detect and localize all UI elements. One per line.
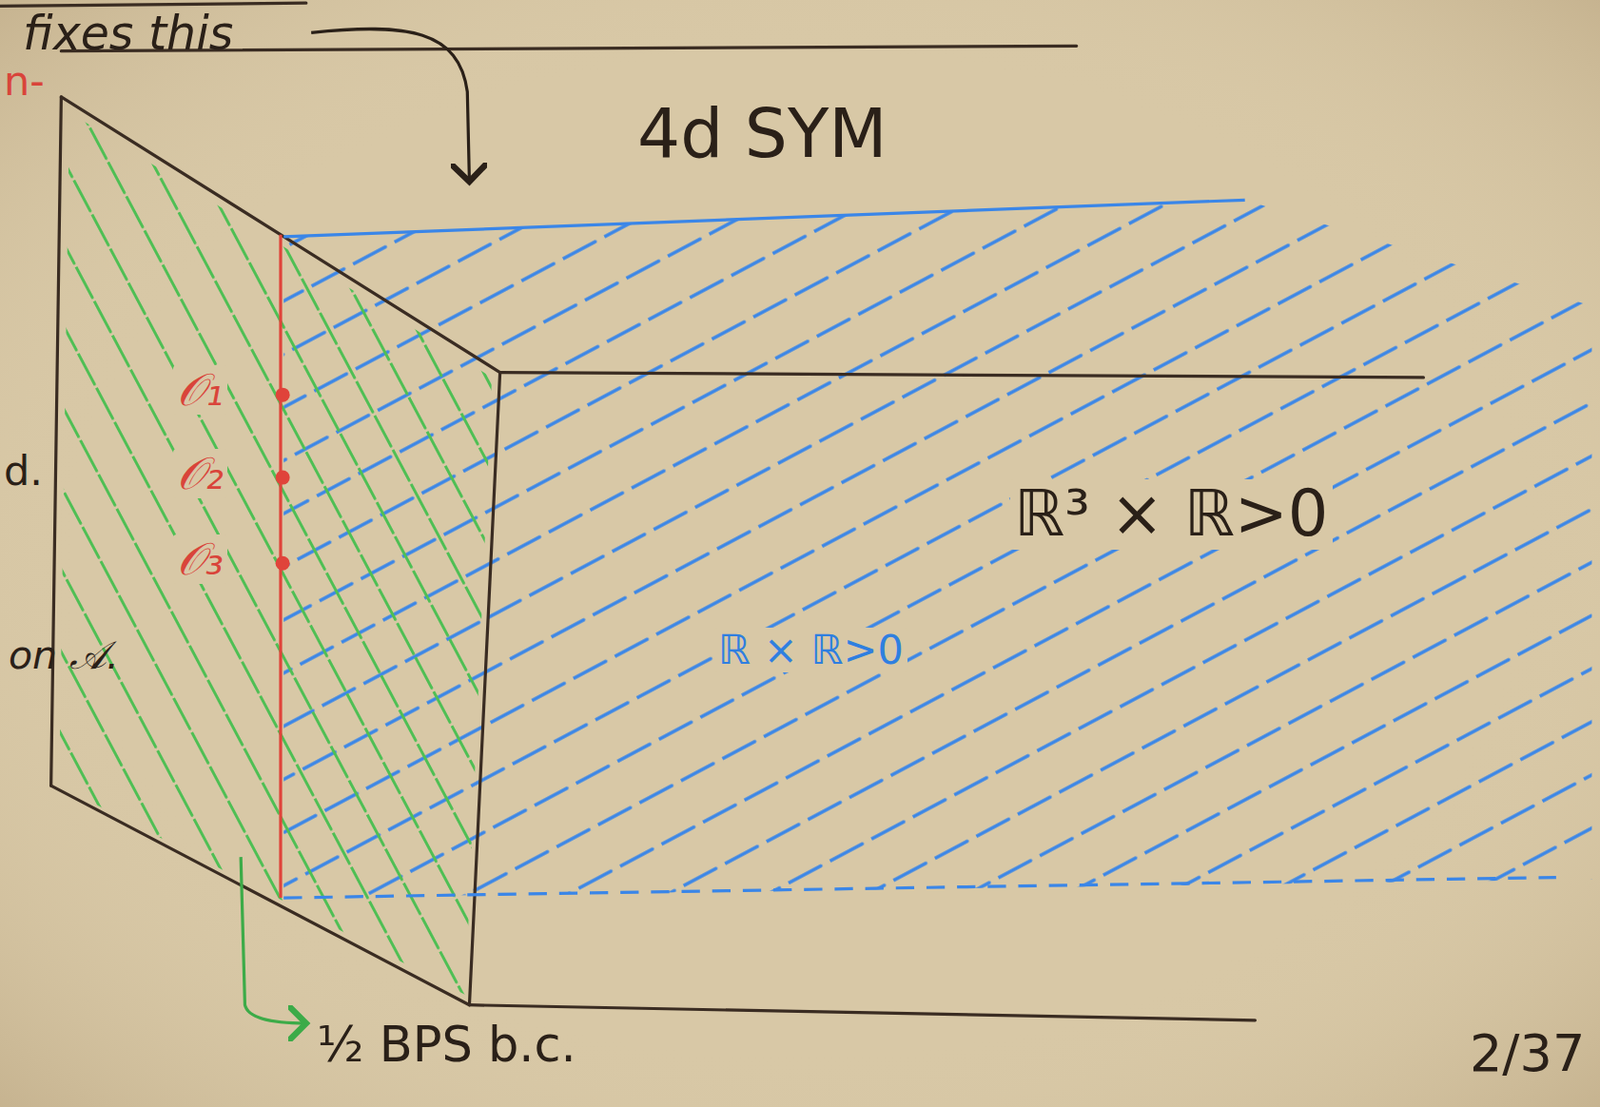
space-label: ℝ³ × ℝ>0 [1010,479,1333,550]
cut-text: on 𝒜. [8,634,119,678]
cut-text: n- [3,58,45,104]
space-label: ℝ × ℝ>0 [714,627,908,673]
operator-label: 𝒪₂ [173,448,228,499]
operator-label: 𝒪₃ [173,534,228,585]
note-text: fixes this [22,8,234,60]
cut-text: d. [3,448,43,494]
theory-label: 4d SYM [637,97,888,172]
page-number: 2/37 [1469,1025,1585,1082]
boundary-label: ½ BPS b.c. [316,1018,577,1073]
operator-label: 𝒪₁ [173,365,228,415]
